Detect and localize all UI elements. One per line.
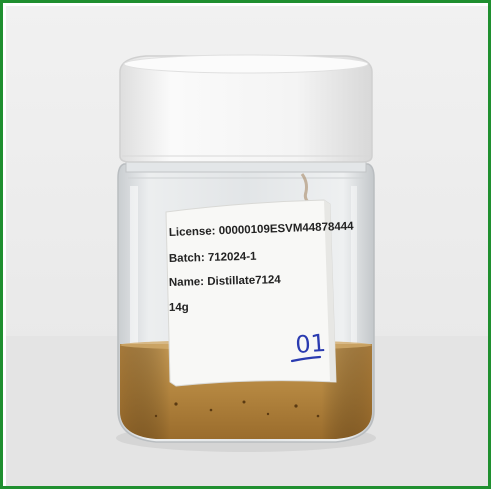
residue-streak	[300, 173, 310, 204]
label-name: Name: Distillate7124	[169, 274, 282, 289]
label-weight: 14g	[169, 302, 189, 314]
label-batch: Batch: 712024-1	[169, 251, 257, 265]
product-label: License: 00000109ESVM44878444 Batch: 712…	[165, 199, 354, 387]
jar-photo: License: 00000109ESVM44878444 Batch: 712…	[6, 6, 488, 486]
jar-cap	[119, 54, 373, 163]
handwritten-underline	[290, 355, 322, 363]
handwritten-number: 01	[294, 329, 326, 359]
